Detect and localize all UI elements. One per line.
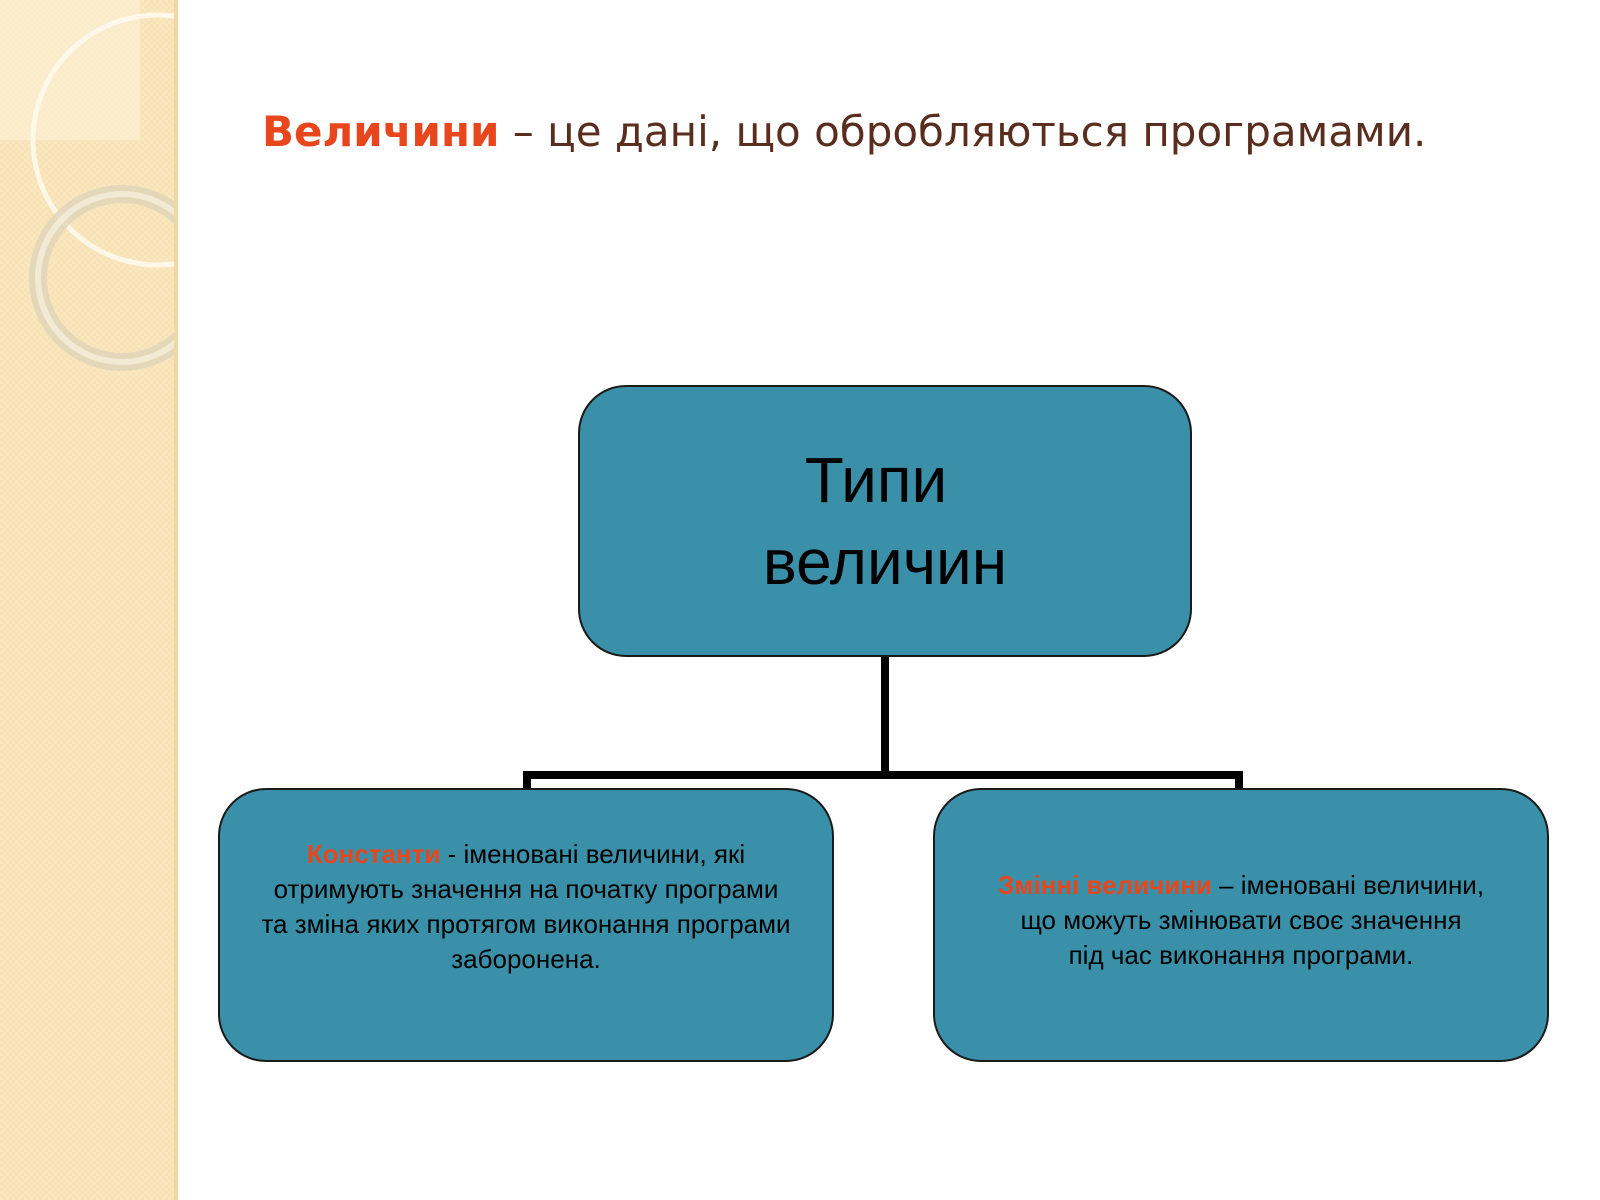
title-term: Величини [262, 107, 500, 156]
constants-line-4: заборонена. [451, 944, 601, 974]
root-node-value-types: Типи величин [578, 385, 1192, 657]
side-panel-edge [174, 0, 178, 1200]
title-definition: – це дані, що обробляються програмами. [499, 107, 1427, 156]
decorative-rings-icon [29, 12, 178, 371]
root-node-line-1: Типи [804, 444, 948, 516]
constants-line-2: отримують значення на початку програми [273, 874, 779, 904]
child-node-constants: Константи - іменовані величини, які отри… [218, 788, 834, 1062]
variables-line-3: під час виконання програми. [1068, 939, 1414, 970]
variables-term: Змінні величини [997, 869, 1212, 900]
constants-text-1: - іменовані величини, які [440, 839, 746, 869]
constants-term: Константи [306, 839, 441, 869]
constants-line-3: та зміна яких протягом виконання програм… [261, 909, 791, 939]
child-node-variables: Змінні величини – іменовані величини, що… [933, 788, 1549, 1062]
variables-line-1: Змінні величини – іменовані величини, [998, 868, 1484, 903]
decorative-side-panel [0, 0, 178, 1200]
variables-text-1: – іменовані величини, [1211, 869, 1485, 900]
slide-title: Величини – це дані, що обробляються прог… [262, 104, 1562, 160]
variables-line-2: що можуть змінювати своє значення [1020, 904, 1462, 935]
constants-line-1: Константи - іменовані величини, які [307, 837, 745, 872]
root-node-line-2: величин [762, 526, 1008, 598]
